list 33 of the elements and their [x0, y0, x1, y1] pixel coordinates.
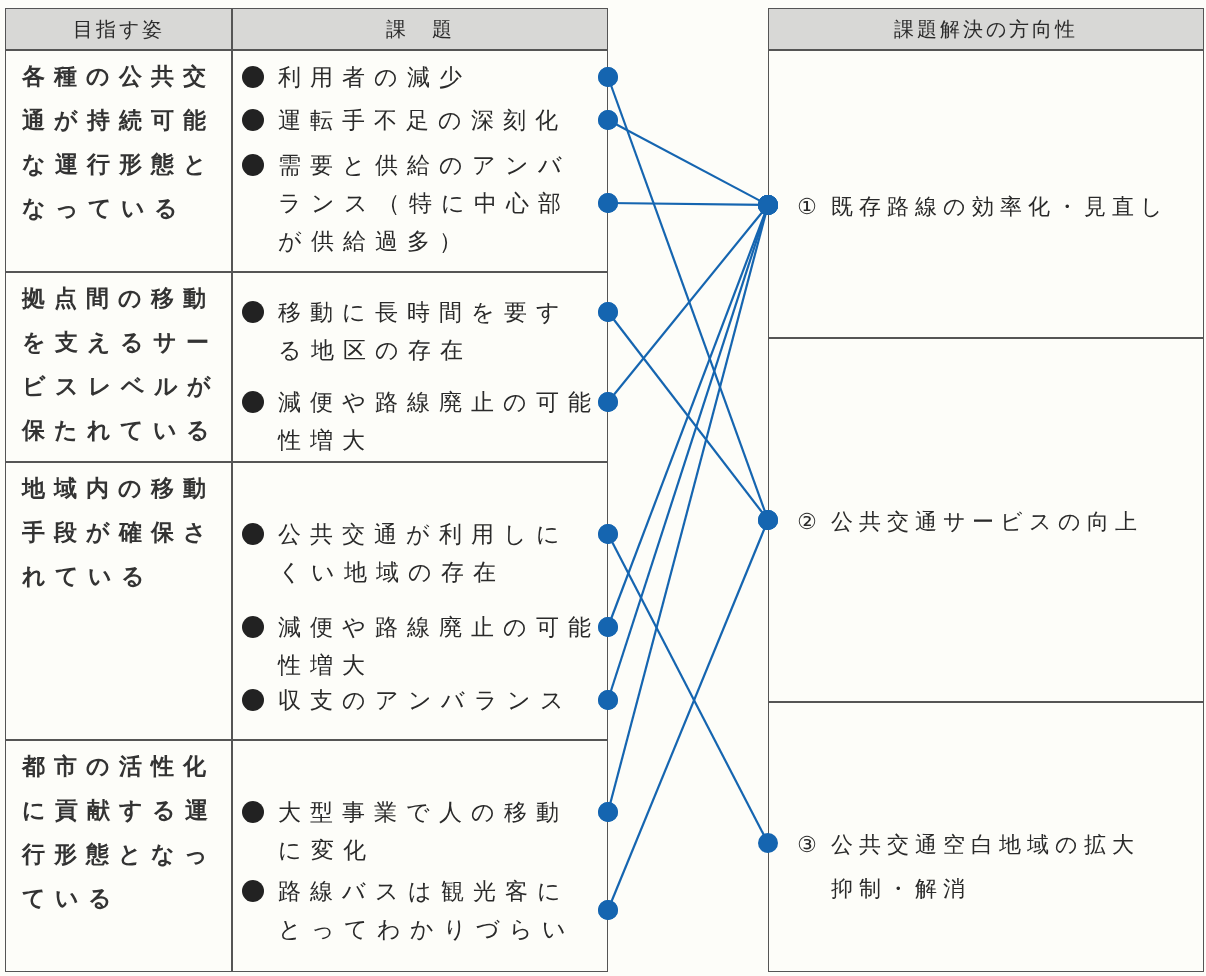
- issue-text: 路線バスは観光客にとってわかりづらい: [278, 877, 576, 944]
- direction-text: 既存路線の効率化・見直し: [830, 193, 1170, 221]
- goal-text: 各種の公共交通が持続可能な運行形態となっている: [22, 62, 217, 223]
- goal-cell: [5, 50, 232, 272]
- direction-cell: [768, 702, 1204, 972]
- issue-text: 大型事業で人の移動に変化: [278, 798, 569, 865]
- direction-cell: [768, 338, 1204, 702]
- header-cell: 目指す姿: [5, 8, 232, 50]
- direction-cell: [768, 50, 1204, 338]
- circled-number: ②: [797, 508, 817, 536]
- circled-number: ①: [797, 193, 817, 221]
- issue-text: 運転手不足の深刻化: [278, 106, 568, 135]
- issue-text: 利用者の減少: [278, 63, 472, 92]
- direction-text: 公共交通空白地域の拡大抑制・解消: [830, 831, 1141, 903]
- goal-cell: [5, 740, 232, 972]
- connector-line: [598, 195, 778, 822]
- connector-line: [598, 510, 778, 920]
- connector-line: [598, 524, 778, 853]
- issue-text: 減便や路線廃止の可能性増大: [278, 613, 600, 680]
- header-cell: 課題解決の方向性: [768, 8, 1204, 50]
- issue-text: 需要と供給のアンバランス（特に中心部が供給過多）: [278, 151, 572, 256]
- goal-text: 地域内の移動手段が確保されている: [22, 474, 217, 591]
- goal-text: 都市の活性化に貢献する運行形態となっている: [22, 752, 218, 913]
- issue-text: 公共交通が利用しにくい地域の存在: [278, 520, 570, 587]
- issue-text: 移動に長時間を要する地区の存在: [278, 298, 570, 365]
- direction-text: 公共交通サービスの向上: [830, 508, 1144, 536]
- goal-cell: [5, 272, 232, 462]
- goal-cell: [5, 462, 232, 740]
- goal-text: 拠点間の移動を支えるサービスレベルが保たれている: [22, 284, 221, 445]
- circled-number: ③: [797, 831, 817, 859]
- issue-text: 減便や路線廃止の可能性増大: [278, 388, 600, 455]
- header-cell: 課 題: [232, 8, 608, 50]
- issue-text: 収支のアンバランス: [278, 686, 574, 715]
